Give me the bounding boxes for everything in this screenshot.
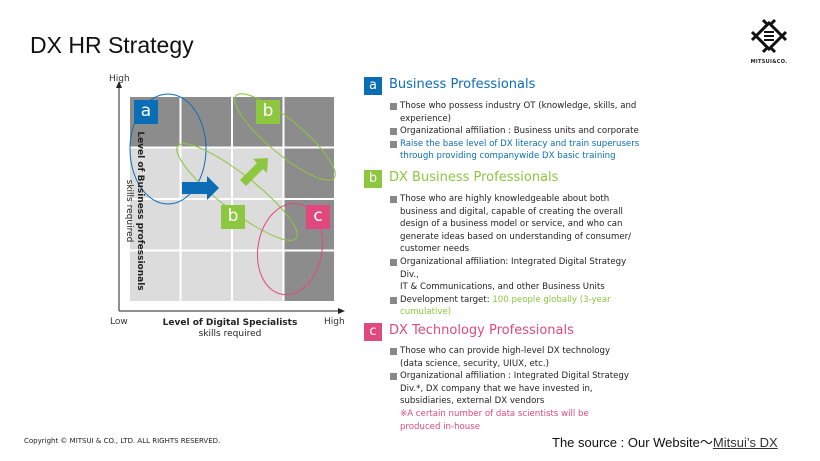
list-item: Organizational affiliation: Integrated D… bbox=[390, 256, 640, 281]
matrix-cell bbox=[181, 97, 231, 147]
matrix-cell bbox=[181, 251, 231, 301]
section-b-bullets: Those who are highly knowledgeable about… bbox=[390, 193, 640, 319]
y-axis-title-line2: skills required bbox=[124, 179, 134, 243]
y-axis-title: Level of Business professionals skills r… bbox=[123, 111, 145, 311]
list-item: Those who possess industry OT (knowledge… bbox=[390, 100, 640, 125]
section-b-title: DX Business Professionals bbox=[389, 170, 559, 185]
list-item: Organizational affiliation : Integrated … bbox=[390, 370, 630, 408]
skills-matrix bbox=[116, 81, 345, 314]
source-note: The source : Our Website〜Mitsui’s DX bbox=[552, 432, 778, 451]
page-title: DX HR Strategy bbox=[30, 32, 194, 58]
copyright: Copyright © MITSUI & CO., LTD. ALL RIGHT… bbox=[24, 437, 221, 445]
x-axis-title-line2: skills required bbox=[198, 329, 262, 339]
matrix-cell bbox=[130, 200, 180, 250]
list-item: ※A certain number of data scientists wil… bbox=[400, 408, 589, 432]
matrix-cell bbox=[284, 251, 334, 301]
group-c-ellipse bbox=[256, 202, 324, 296]
mitsui-logo-icon bbox=[750, 18, 788, 54]
x-axis-title-line1: Level of Digital Specialists bbox=[162, 318, 298, 328]
mitsui-dx-link[interactable]: Mitsui’s DX bbox=[712, 435, 778, 450]
y-axis-title-line1: Level of Business professionals bbox=[135, 131, 145, 291]
y-axis-arrow-icon bbox=[116, 81, 122, 88]
section-c-title: DX Technology Professionals bbox=[389, 323, 574, 338]
source-prefix: The source : Our Website〜 bbox=[552, 435, 713, 450]
section-a-bullets: Those who possess industry OT (knowledge… bbox=[390, 100, 640, 163]
badge-b-mid: b bbox=[221, 205, 245, 229]
x-axis-title: Level of Digital Specialists skills requ… bbox=[150, 318, 310, 340]
logo-text: MITSUI&CO. bbox=[750, 59, 788, 65]
section-c-badge: c bbox=[364, 323, 382, 341]
development-target-value: 100 people globally (3-year cumulative) bbox=[400, 294, 611, 318]
section-a-title: Business Professionals bbox=[389, 77, 536, 92]
section-b-badge: b bbox=[364, 170, 382, 188]
badge-b-top: b bbox=[256, 100, 280, 124]
section-a-badge: a bbox=[364, 77, 382, 95]
section-c-bullets: Those who can provide high-level DX tech… bbox=[390, 345, 630, 433]
matrix-cell bbox=[130, 251, 180, 301]
badge-c: c bbox=[306, 205, 330, 229]
list-item: Development target: 100 people globally … bbox=[390, 294, 640, 319]
y-axis-high-label: High bbox=[109, 74, 130, 84]
badge-a: a bbox=[134, 100, 158, 124]
x-axis-low-label: Low bbox=[110, 317, 128, 327]
matrix-cell bbox=[130, 148, 180, 198]
matrix-cell bbox=[284, 97, 334, 147]
x-axis-arrow-icon bbox=[338, 308, 345, 314]
development-target-label: Development target: bbox=[400, 294, 493, 305]
list-item: Organizational affiliation : Business un… bbox=[390, 125, 640, 138]
company-logo: MITSUI&CO. bbox=[744, 18, 794, 65]
group-b-top-ellipse bbox=[234, 93, 336, 181]
blue-arrow-icon bbox=[182, 176, 219, 200]
x-axis-high-label: High bbox=[324, 317, 345, 327]
matrix-cell bbox=[284, 148, 334, 198]
list-item: IT & Communications, and other Business … bbox=[400, 282, 605, 293]
list-item: Raise the base level of DX literacy and … bbox=[390, 138, 640, 163]
list-item: Those who can provide high-level DX tech… bbox=[390, 345, 630, 370]
green-arrow-icon bbox=[240, 158, 268, 186]
group-a-ellipse bbox=[129, 93, 207, 205]
list-item: Those who are highly knowledgeable about… bbox=[390, 193, 640, 256]
